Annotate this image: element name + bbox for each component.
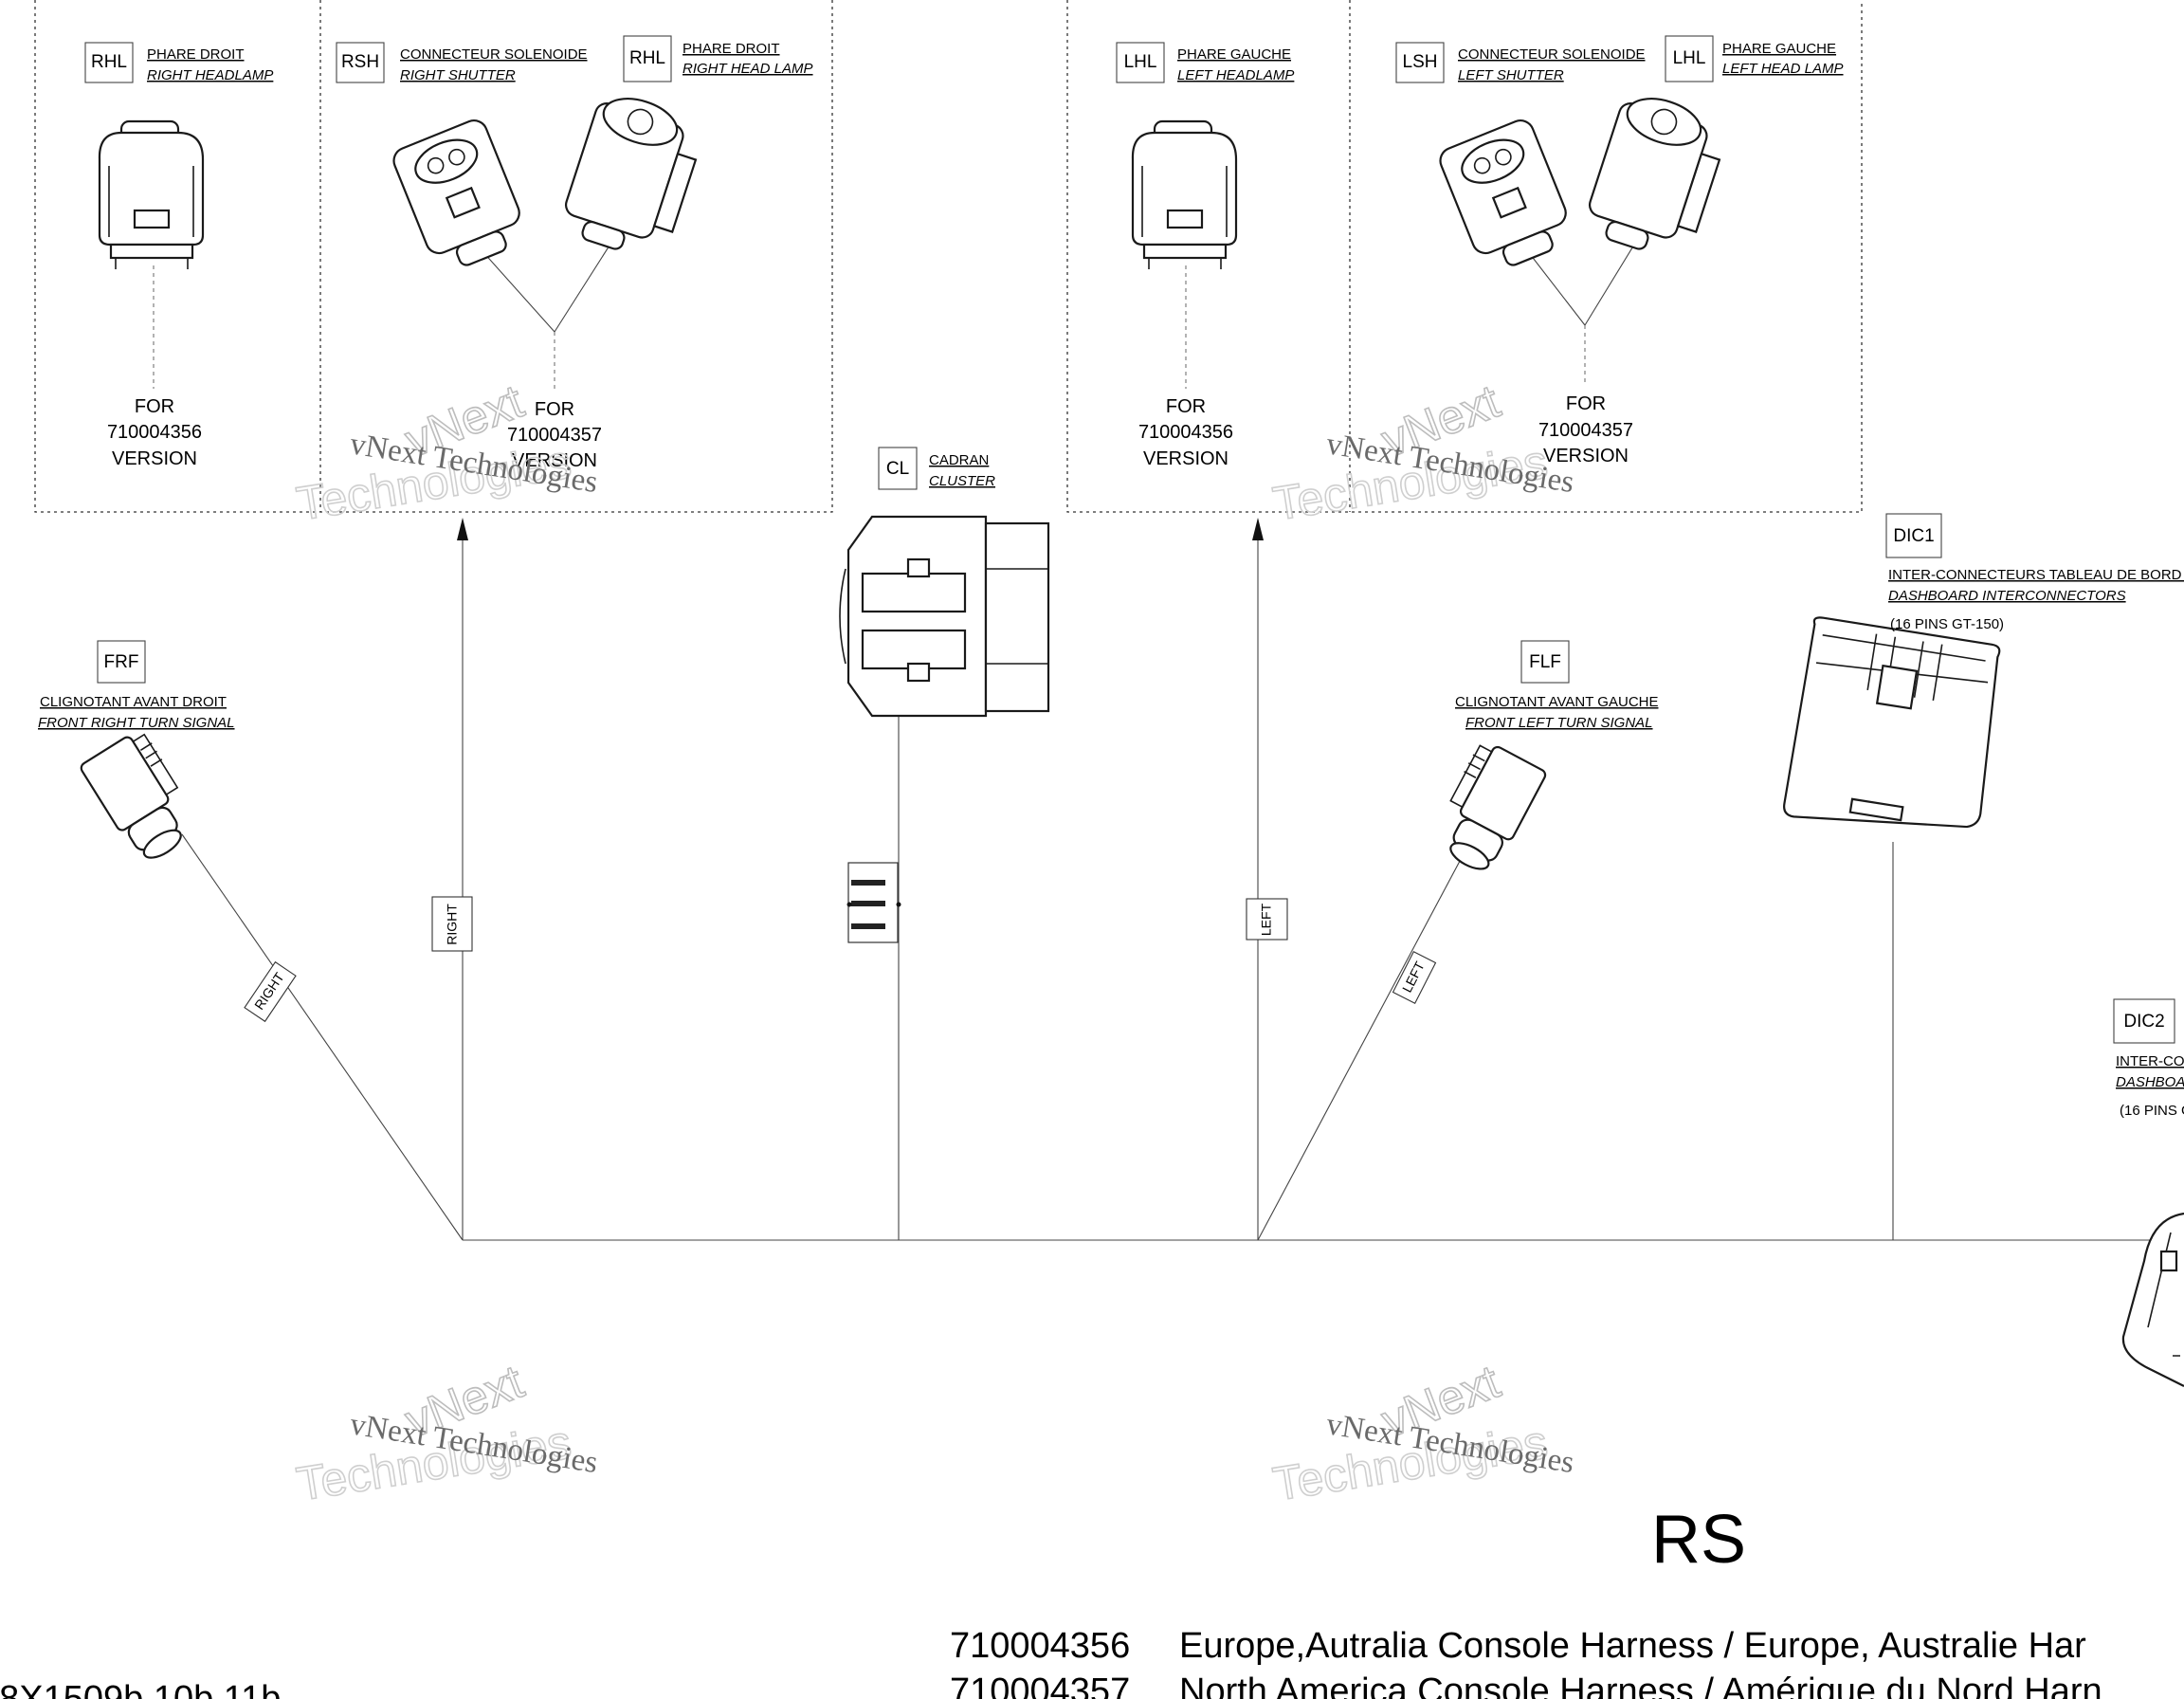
connector-dic2-en: DASHBOAR <box>2116 1074 2184 1090</box>
connector-cl-fr: CADRAN <box>929 452 989 468</box>
connector-dic1-en: DASHBOARD INTERCONNECTORS <box>1888 588 2126 604</box>
connector-dic2-callout: DIC2 INTER-CON DASHBOAR (16 PINS G <box>2113 998 2184 1119</box>
connector-lhl-en: LEFT HEADLAMP <box>1177 67 1294 83</box>
connector-dic2-pins: (16 PINS G <box>2120 1103 2184 1119</box>
version-note-for: FOR <box>535 399 574 420</box>
version-note-version: VERSION <box>1143 448 1228 469</box>
connector-rhl-alt-fr: PHARE DROIT <box>682 41 780 57</box>
connector-dic2-fr: INTER-CON <box>2116 1053 2184 1069</box>
wire-label-right-text: RIGHT <box>445 904 460 945</box>
connector-rhl-code: RHL <box>91 52 127 72</box>
connector-rhl-alt-code: RHL <box>629 48 665 68</box>
connector-rhl-fr: PHARE DROIT <box>147 46 245 63</box>
version-note-version: VERSION <box>512 450 597 471</box>
connector-flf-code: FLF <box>1529 652 1561 672</box>
connector-dic1-callout: DIC1 INTER-CONNECTEURS TABLEAU DE BORD /… <box>1885 513 2184 632</box>
watermark-1: vNext Technologies vNext Technologies <box>292 374 599 531</box>
connector-lsh-en: LEFT SHUTTER <box>1458 67 1564 83</box>
watermark-4: vNext Technologies vNext Technologies <box>1268 1354 1575 1511</box>
legend-desc-1: Europe,Autralia Console Harness / Europe… <box>1179 1626 2086 1666</box>
version-note-for: FOR <box>1566 393 1606 414</box>
connector-dic1-code: DIC1 <box>1893 526 1934 546</box>
connector-rsh-callout: RSH CONNECTEUR SOLENOIDE RIGHT SHUTTER <box>336 42 588 83</box>
connector-rsh-en: RIGHT SHUTTER <box>400 67 516 83</box>
legend-part-2: 710004357 <box>950 1672 1130 1699</box>
connector-lsh-code: LSH <box>1403 52 1438 72</box>
connector-lhl-callout: LHL PHARE GAUCHE LEFT HEADLAMP <box>1116 42 1294 83</box>
legend-part-1: 710004356 <box>950 1626 1130 1666</box>
left-shutter-connector-illustration <box>1439 119 1567 266</box>
version-note-for: FOR <box>135 396 174 417</box>
connector-rsh-code: RSH <box>341 52 379 72</box>
version-note-number: 710004357 <box>1538 420 1633 441</box>
version-note-number: 710004357 <box>507 425 602 446</box>
version-note-356-left: FOR 710004356 VERSION <box>1138 396 1233 469</box>
version-boxes <box>34 0 1863 513</box>
connector-dic1-fr: INTER-CONNECTEURS TABLEAU DE BORD / <box>1888 567 2184 583</box>
dic2-connector-illustration <box>2121 1212 2184 1387</box>
connector-dic2-code: DIC2 <box>2123 1012 2164 1032</box>
cluster-splice-symbol <box>846 862 901 943</box>
version-note-357-left: FOR 710004357 VERSION <box>1538 393 1633 466</box>
left-headlamp-connector-illustration <box>1131 119 1238 269</box>
connector-lsh-callout: LSH CONNECTEUR SOLENOIDE LEFT SHUTTER <box>1395 42 1646 83</box>
connector-cl-en: CLUSTER <box>929 473 995 489</box>
connector-lhl-fr: PHARE GAUCHE <box>1177 46 1291 63</box>
connector-cl-callout: CL CADRAN CLUSTER <box>878 447 995 490</box>
dic1-connector-illustration <box>1783 616 2001 829</box>
cluster-connector-illustration <box>839 515 1050 718</box>
watermark-3: vNext Technologies vNext Technologies <box>292 1354 599 1511</box>
version-note-for: FOR <box>1166 396 1206 417</box>
drawing-reference: 28X1509b,10b,11b <box>0 1679 281 1699</box>
connector-lsh-fr: CONNECTEUR SOLENOIDE <box>1458 46 1646 63</box>
wire-label-left-diagonal: LEFT <box>1392 950 1437 1005</box>
legend: 710004356 Europe,Autralia Console Harnes… <box>950 1626 2102 1699</box>
connector-rsh-fr: CONNECTEUR SOLENOIDE <box>400 46 588 63</box>
connector-lhl-alt-code: LHL <box>1673 48 1706 68</box>
version-note-version: VERSION <box>1543 446 1629 466</box>
left-headlamp-alt-connector-illustration <box>1588 98 1721 250</box>
connector-flf-callout: FLF CLIGNOTANT AVANT GAUCHE FRONT LEFT T… <box>1455 640 1658 731</box>
version-note-number: 710004356 <box>107 422 202 443</box>
wire-label-left-text: LEFT <box>1259 903 1274 936</box>
connector-frf-fr: CLIGNOTANT AVANT DROIT <box>40 694 227 710</box>
connector-rhl-alt-en: RIGHT HEAD LAMP <box>682 61 813 77</box>
version-note-357-right: FOR 710004357 VERSION <box>507 399 602 471</box>
right-headlamp-connector-illustration <box>98 119 205 269</box>
connector-lhl-alt-en: LEFT HEAD LAMP <box>1722 61 1844 77</box>
connector-cl-code: CL <box>886 459 909 479</box>
connector-lhl-alt-callout: LHL PHARE GAUCHE LEFT HEAD LAMP <box>1665 35 1844 82</box>
right-headlamp-alt-connector-illustration <box>564 98 698 250</box>
wire-label-right-vertical: RIGHT <box>431 896 473 952</box>
connector-rhl-en: RIGHT HEADLAMP <box>147 67 273 83</box>
connector-lhl-alt-fr: PHARE GAUCHE <box>1722 41 1836 57</box>
connector-frf-code: FRF <box>104 652 139 672</box>
connector-flf-fr: CLIGNOTANT AVANT GAUCHE <box>1455 694 1658 710</box>
model-label: RS <box>1651 1502 1746 1578</box>
wire-label-right-diagonal: RIGHT <box>244 960 297 1023</box>
connector-frf-callout: FRF CLIGNOTANT AVANT DROIT FRONT RIGHT T… <box>38 640 235 731</box>
connector-frf-en: FRONT RIGHT TURN SIGNAL <box>38 715 235 731</box>
connector-flf-en: FRONT LEFT TURN SIGNAL <box>1465 715 1653 731</box>
connector-lhl-code: LHL <box>1124 52 1157 72</box>
watermark-2: vNext Technologies vNext Technologies <box>1268 374 1575 531</box>
front-right-turn-signal-illustration <box>80 733 182 859</box>
version-note-number: 710004356 <box>1138 422 1233 443</box>
version-note-356-right: FOR 710004356 VERSION <box>107 396 202 469</box>
connector-dic1-pins: (16 PINS GT-150) <box>1890 616 2004 632</box>
connector-rhl-callout: RHL PHARE DROIT RIGHT HEADLAMP <box>84 42 273 83</box>
wire-label-left-vertical: LEFT <box>1246 898 1288 941</box>
connector-rhl-alt-callout: RHL PHARE DROIT RIGHT HEAD LAMP <box>623 35 813 82</box>
version-note-version: VERSION <box>112 448 197 469</box>
front-left-turn-signal-illustration <box>1449 744 1547 870</box>
legend-desc-2: North America Console Harness / Amérique… <box>1179 1672 2102 1699</box>
right-shutter-connector-illustration <box>392 119 520 266</box>
